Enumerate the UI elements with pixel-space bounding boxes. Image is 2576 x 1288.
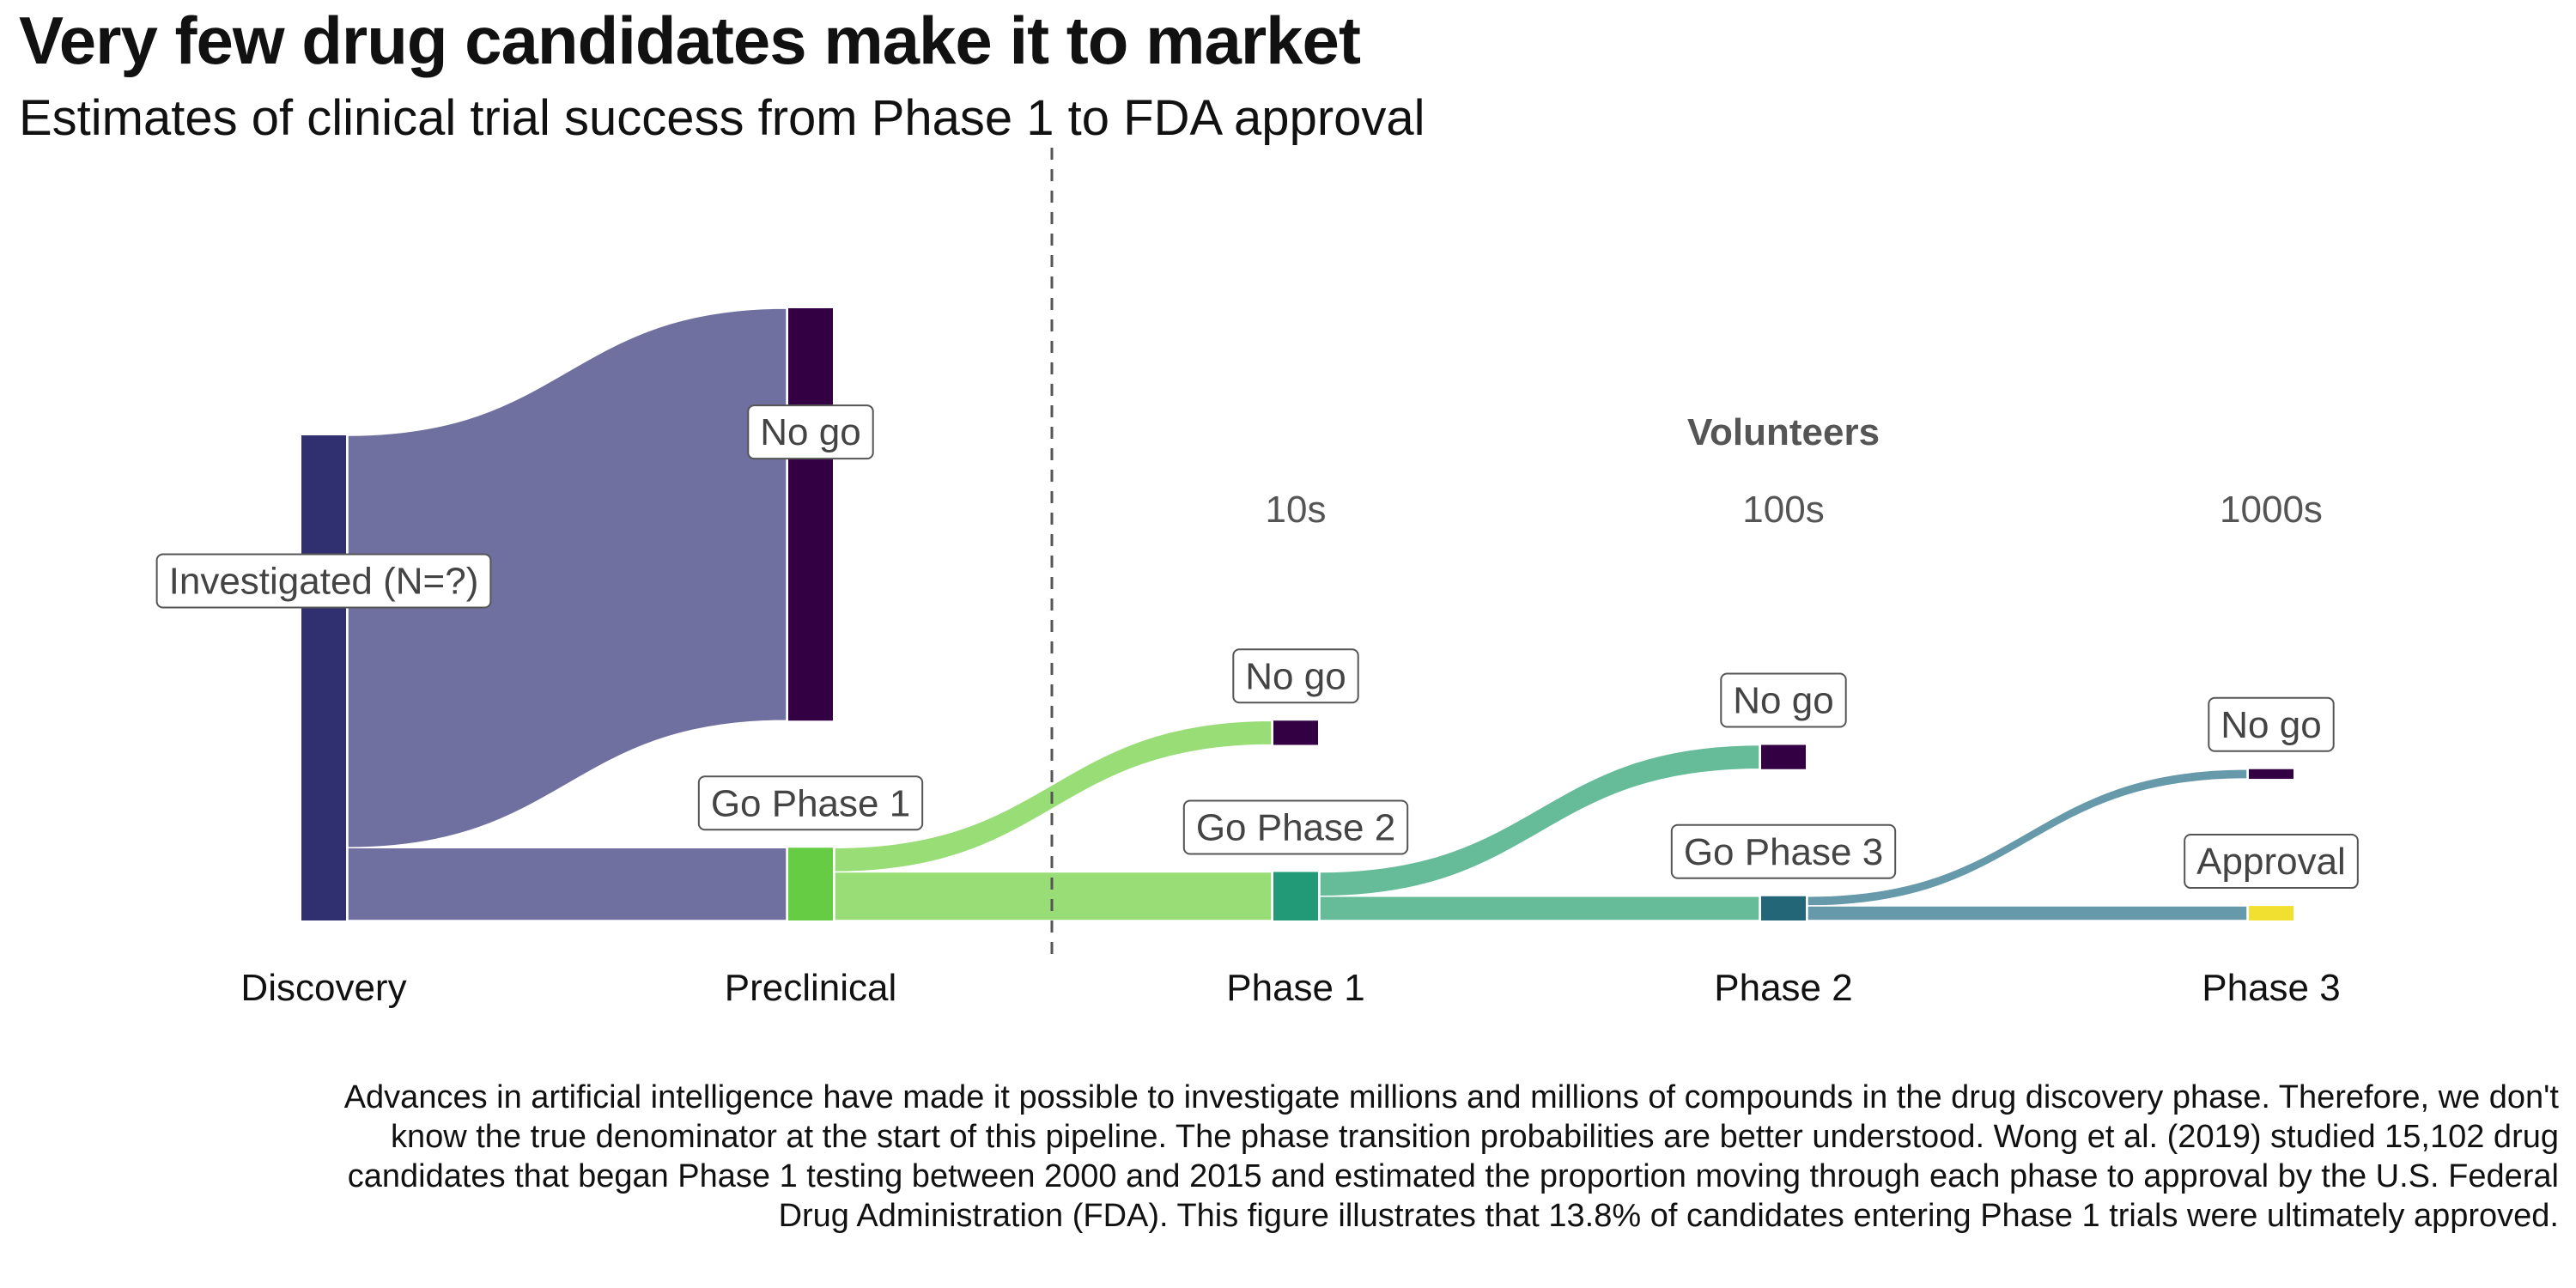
link-investigated-to-preclinical_no_go	[347, 307, 787, 849]
node-label-text: No go	[1245, 655, 1346, 697]
node-preclinical_no_go	[788, 308, 833, 721]
node-label-investigated: Investigated (N=?)	[155, 553, 492, 609]
volunteers-phase1-label: 10s	[1266, 489, 1327, 531]
node-label-box	[747, 404, 874, 460]
node-label-text: No go	[760, 411, 860, 453]
node-label-box	[1720, 672, 1847, 728]
node-phase2_no_go	[1761, 744, 1806, 769]
node-phase1_no_go	[1273, 720, 1318, 745]
link-go_phase_2-to-phase2_no_go	[1319, 744, 1760, 897]
node-label-text: Approval	[2196, 841, 2346, 883]
node-label-box	[2208, 696, 2335, 752]
node-label-go_phase_1: Go Phase 1	[697, 775, 924, 831]
volunteers-phase2-label: 100s	[1742, 489, 1824, 531]
node-label-go_phase_3: Go Phase 3	[1670, 823, 1897, 879]
link-go_phase_3-to-approval	[1807, 905, 2248, 921]
node-investigated	[301, 435, 346, 920]
node-label-approval: Approval	[2184, 834, 2359, 890]
node-label-phase2_no_go: No go	[1720, 672, 1847, 728]
node-label-phase3_no_go: No go	[2208, 696, 2335, 752]
node-label-box	[697, 775, 924, 831]
nodes-layer	[301, 308, 2293, 920]
node-label-text: Go Phase 2	[1196, 807, 1395, 849]
node-label-text: No go	[2221, 704, 2321, 746]
node-label-preclinical_no_go: No go	[747, 404, 874, 460]
node-label-phase1_no_go: No go	[1232, 648, 1359, 704]
node-label-text: Go Phase 1	[711, 782, 910, 824]
labels-layer: Investigated (N=?) No go Go Phase 1 No go Go…	[155, 404, 2359, 890]
node-label-box	[1232, 648, 1359, 704]
node-label-box	[155, 553, 492, 609]
stage-label-phase-2: Phase 2	[1714, 967, 1852, 1009]
node-go_phase_1	[788, 848, 833, 920]
node-phase3_no_go	[2249, 769, 2293, 780]
link-investigated-to-go_phase_1	[347, 847, 787, 921]
node-label-text: Go Phase 3	[1684, 831, 1883, 873]
node-label-box	[2184, 834, 2359, 890]
stage-label-phase-1: Phase 1	[1226, 967, 1364, 1009]
node-label-go_phase_2: Go Phase 2	[1182, 799, 1409, 855]
links-layer	[347, 307, 2248, 921]
chart-title: Very few drug candidates make it to mark…	[19, 3, 1361, 78]
node-go_phase_2	[1273, 872, 1318, 920]
link-go_phase_2-to-go_phase_3	[1319, 895, 1760, 921]
stage-label-phase-3: Phase 3	[2202, 967, 2340, 1009]
chart-caption: Advances in artificial intelligence have…	[343, 1079, 2559, 1234]
node-label-box	[1670, 823, 1897, 879]
link-go_phase_1-to-go_phase_2	[834, 871, 1273, 921]
link-go_phase_3-to-phase3_no_go	[1807, 768, 2248, 907]
chart-subtitle: Estimates of clinical trial success from…	[19, 90, 1425, 146]
stage-axis: Discovery Preclinical Phase 1 Phase 2 Phase …	[240, 967, 2340, 1009]
stage-label-preclinical: Preclinical	[725, 967, 897, 1009]
node-go_phase_3	[1761, 896, 1806, 920]
node-approval	[2249, 906, 2293, 920]
node-label-text: Investigated (N=?)	[169, 561, 479, 603]
stage-label-discovery: Discovery	[240, 967, 406, 1009]
node-label-text: No go	[1733, 680, 1833, 722]
volunteers-phase3-label: 1000s	[2220, 489, 2323, 531]
volunteers-title: Volunteers	[1687, 411, 1880, 453]
node-label-box	[1182, 799, 1409, 855]
